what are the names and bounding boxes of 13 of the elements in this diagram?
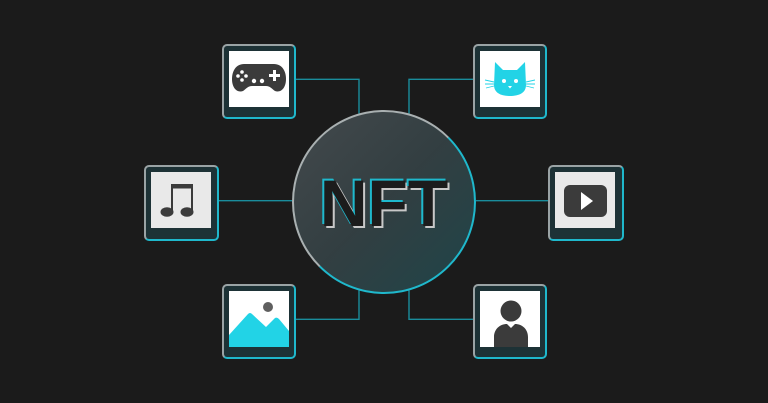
icon-card xyxy=(548,165,624,241)
connector-line xyxy=(408,290,473,320)
icon-card xyxy=(473,284,547,359)
icon-card xyxy=(473,44,547,119)
connector-line xyxy=(219,200,292,202)
icon-card xyxy=(222,44,296,119)
icon-card xyxy=(144,165,219,241)
hub-label: NFT xyxy=(320,172,448,232)
connector-line xyxy=(476,200,548,202)
connector-line xyxy=(296,290,360,320)
icon-card xyxy=(222,284,296,359)
connector-line xyxy=(296,78,360,114)
connector-line xyxy=(408,78,473,114)
